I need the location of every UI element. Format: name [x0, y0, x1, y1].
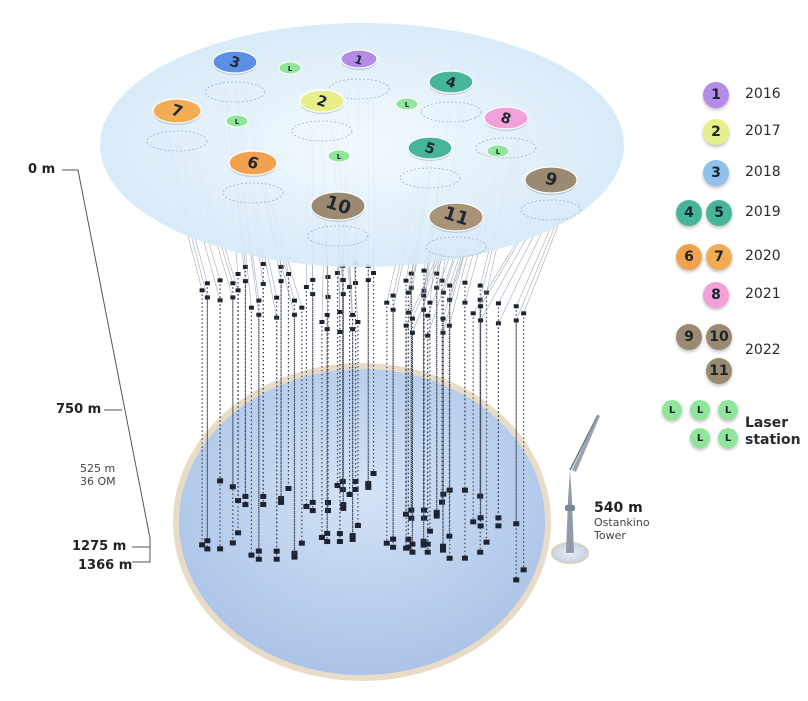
cluster-number-8: 8: [498, 110, 512, 128]
laser-station-symbol: L: [496, 148, 501, 156]
cluster-disk-6: 6: [228, 150, 278, 177]
laser-station-2: L: [225, 114, 249, 128]
depth-label-1366: 1366 m: [78, 558, 133, 573]
cluster-ring-2: [291, 120, 353, 142]
tower-name-line1: Ostankino: [594, 516, 650, 529]
laser-station-4: L: [327, 149, 351, 163]
cluster-ring-7: [146, 130, 208, 152]
section-note: 525 m 36 OM: [80, 462, 116, 488]
cluster-disk-3: 3: [212, 50, 258, 75]
cluster-disk-7: 7: [152, 98, 202, 125]
cluster-ring-8: [475, 137, 537, 159]
cluster-disk-5: 5: [407, 136, 453, 161]
cluster-number-2: 2: [314, 93, 328, 111]
legend-badge-9: 9: [676, 324, 702, 350]
laser-station-symbol: L: [405, 101, 410, 109]
laser-station-5: L: [486, 144, 510, 158]
water-surface-disk: [100, 23, 624, 267]
legend-laser-badge-1: L: [662, 400, 682, 420]
depth-scale-line: [62, 169, 151, 563]
section-length: 525 m: [80, 462, 116, 475]
cluster-ring-3: [204, 81, 266, 103]
string-10-0: [446, 244, 471, 539]
depth-label-1275: 1275 m: [72, 539, 127, 554]
cluster-ring-10: [307, 225, 369, 247]
tower-height: 540 m: [594, 500, 643, 516]
cluster-disk-10: 10: [310, 191, 366, 222]
legend-laser-line2: station: [745, 432, 801, 448]
legend-year-2017: 2017: [745, 123, 781, 139]
cluster-disks: 1 2 3 4 5 6 7 8 9 10 11: [152, 49, 578, 233]
cluster-ring-11: [425, 236, 487, 258]
legend-year-2022: 2022: [745, 342, 781, 358]
tower-label: 540 m Ostankino Tower: [594, 500, 650, 542]
legend-badge-4: 4: [676, 200, 702, 226]
cluster-number-7: 7: [169, 101, 185, 121]
cluster-ring-4: [420, 101, 482, 123]
cluster-ring-5: [399, 167, 461, 189]
legend-badge-1: 1: [703, 82, 729, 108]
string-8-1: [513, 211, 562, 583]
string-10-3: [409, 248, 447, 555]
cluster-number-4: 4: [443, 74, 457, 92]
cluster-disk-11: 11: [428, 202, 484, 233]
cluster-ring-1: [328, 78, 390, 100]
legend-row-2017: 2 2017: [640, 117, 808, 147]
legend-year-2019: 2019: [745, 204, 781, 220]
legend-badge-6: 6: [676, 244, 702, 270]
legend-laser-badge-4: L: [690, 428, 710, 448]
legend-laser-badge-5: L: [718, 428, 738, 448]
cluster-disk-8: 8: [483, 106, 529, 131]
cluster-number-5: 5: [422, 140, 436, 158]
legend-badge-11: 11: [706, 358, 732, 384]
legend-laser-badge-3: L: [718, 400, 738, 420]
depth-label-surface: 0 m: [28, 162, 56, 177]
legend-badge-7: 7: [706, 244, 732, 270]
ostankino-tower: [551, 414, 600, 564]
legend-year-2018: 2018: [745, 164, 781, 180]
cluster-disk-4: 4: [428, 70, 474, 95]
section-om-count: 36 OM: [80, 475, 116, 488]
depth-label-750: 750 m: [56, 402, 102, 417]
legend-year-2020: 2020: [745, 248, 781, 264]
lake-bed-disk: [173, 363, 551, 681]
legend-laser-label: Laser station: [745, 415, 801, 449]
laser-station-3: L: [395, 97, 419, 111]
legend-laser-badge-2: L: [690, 400, 710, 420]
legend-badge-2: 2: [703, 119, 729, 145]
legend-year-2016: 2016: [745, 86, 781, 102]
cluster-disk-2: 2: [299, 89, 345, 114]
cluster-disk-1: 1: [340, 49, 378, 70]
cluster-ring-9: [520, 199, 582, 221]
laser-station-symbol: L: [235, 118, 240, 126]
laser-stations: L L L L L: [225, 61, 510, 163]
laser-station-1: L: [278, 61, 302, 75]
legend-badge-8: 8: [703, 282, 729, 308]
legend-badge-10: 10: [706, 324, 732, 350]
cluster-disk-9: 9: [524, 166, 578, 195]
legend-row-2021: 8 2021: [640, 280, 808, 310]
legend-badge-3: 3: [703, 160, 729, 186]
cluster-number-3: 3: [227, 54, 241, 72]
laser-station-symbol: L: [337, 153, 342, 161]
legend-badge-5: 5: [706, 200, 732, 226]
legend-row-2018: 3 2018: [640, 158, 808, 188]
cluster-rings: [146, 78, 582, 258]
string-10-1: [439, 248, 467, 549]
laser-station-symbol: L: [288, 65, 293, 73]
legend-row-2016: 1 2016: [640, 80, 808, 110]
legend-year-2021: 2021: [745, 286, 781, 302]
cluster-number-9: 9: [543, 168, 560, 191]
legend-laser-line1: Laser: [745, 415, 789, 431]
cluster-ring-6: [222, 182, 284, 204]
tower-name-line2: Tower: [594, 529, 626, 542]
